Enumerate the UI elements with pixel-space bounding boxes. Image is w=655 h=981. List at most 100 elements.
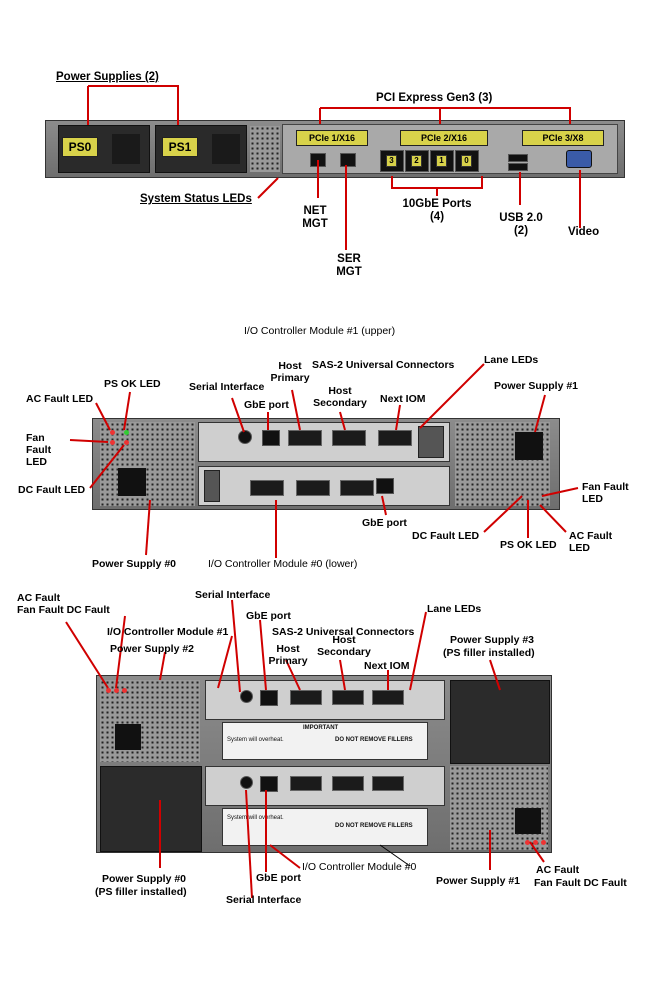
label-iom1-4u: I/O Controller Module #1 [107, 626, 229, 638]
label-host-secondary: Host Secondary [313, 385, 367, 409]
usb-port-b [508, 163, 528, 171]
label-gbe-port-lower: GbE port [362, 517, 407, 529]
label-ps-ok-led-right: PS OK LED [500, 539, 557, 551]
label-ac-fault-led-right: AC Fault LED [569, 530, 613, 554]
label-system-status-leds: System Status LEDs [140, 193, 252, 205]
serial-interface-4u-lower [240, 776, 253, 789]
psu0-filler [100, 766, 202, 852]
label-fan-fault-dc-fault-right: Fan Fault DC Fault [534, 877, 627, 889]
label-host-primary-4u: Host Primary [268, 643, 308, 667]
label-fan-fault-dc-fault: Fan Fault DC Fault [17, 604, 110, 616]
port-number-2: 2 [411, 155, 422, 167]
label-lane-leds: Lane LEDs [484, 354, 539, 366]
iom-1-4u [205, 680, 445, 720]
gbe-port-upper [262, 430, 280, 446]
label-next-iom-4u: Next IOM [364, 660, 410, 672]
psu2-led-fan [114, 688, 119, 693]
label-ser-mgt: SER MGT [336, 253, 362, 278]
label-iom1-upper: I/O Controller Module #1 (upper) [244, 325, 396, 337]
label-pci-express: PCI Express Gen3 (3) [376, 92, 493, 104]
sas-host-secondary-4u [332, 690, 364, 705]
label-gbe-port: GbE port [244, 399, 289, 411]
card-do-not-remove-lower: DO NOT REMOVE FILLERS [335, 823, 413, 829]
iom-handle-lower [204, 470, 220, 502]
label-ac-fault: AC Fault [17, 592, 61, 604]
sas-next-iom [378, 430, 412, 446]
gbe-port-4u-lower [260, 776, 278, 792]
usb-port-a [508, 154, 528, 162]
label-iom0-lower: I/O Controller Module #0 (lower) [208, 558, 358, 570]
label-serial-interface-bottom: Serial Interface [226, 894, 302, 906]
power-socket-0 [112, 134, 140, 164]
psu1-led-fan [533, 840, 538, 845]
sas-host-primary [288, 430, 322, 446]
label-power-supplies: Power Supplies (2) [56, 71, 159, 83]
psu1-power-socket-4u [515, 808, 541, 834]
ser-mgt-port [340, 153, 356, 167]
label-ps-ok-led: PS OK LED [104, 378, 161, 390]
label-gbe-port-top: GbE port [246, 610, 291, 622]
label-tengbe-ports: 10GbE Ports (4) [402, 198, 472, 223]
ps-ok-led [124, 430, 129, 435]
card-overheat-upper: System will overheat. [227, 737, 284, 743]
gbe-port-lower [376, 478, 394, 494]
sas-lower-1-4u [332, 776, 364, 791]
label-power-supply-3: Power Supply #3 [450, 634, 535, 646]
filler-card-lower: System will overheat. DO NOT REMOVE FILL… [222, 808, 428, 846]
label-host-primary: Host Primary [270, 360, 310, 384]
port-number-3: 3 [386, 155, 397, 167]
fan-fault-led [110, 440, 115, 445]
vent-grille [250, 126, 280, 172]
filler-card-upper: IMPORTANT System will overheat. DO NOT R… [222, 722, 428, 760]
label-video: Video [568, 226, 600, 238]
label-fan-fault-led: Fan Fault LED [26, 432, 52, 468]
label-next-iom: Next IOM [380, 393, 426, 405]
serial-interface-port [238, 430, 252, 444]
port-number-0: 0 [461, 155, 472, 167]
psu0-fan-grille [100, 422, 195, 506]
label-dc-fault-led: DC Fault LED [18, 484, 86, 496]
label-serial-interface-top: Serial Interface [195, 589, 271, 601]
label-ps-filler-0: (PS filler installed) [95, 886, 187, 898]
sas-next-iom-4u [372, 690, 404, 705]
psu2-power-socket [115, 724, 141, 750]
sas-lower-1 [296, 480, 330, 496]
label-gbe-port-bottom: GbE port [256, 872, 301, 884]
video-port [566, 150, 592, 168]
psu1-led-dc [541, 840, 546, 845]
label-power-supply-0: Power Supply #0 [92, 558, 177, 570]
dc-fault-led [124, 440, 129, 445]
power-socket-1 [212, 134, 240, 164]
gbe-port-4u-upper [260, 690, 278, 706]
ps0-badge: PS0 [62, 137, 98, 157]
label-ps-filler-3: (PS filler installed) [443, 647, 535, 659]
card-important-upper: IMPORTANT [303, 725, 339, 731]
label-ac-fault-right: AC Fault [536, 864, 580, 876]
sas-lower-2-4u [372, 776, 404, 791]
label-serial-interface: Serial Interface [189, 381, 265, 393]
iom-handle-upper [418, 426, 444, 458]
sas-host-primary-4u [290, 690, 322, 705]
card-do-not-remove-upper: DO NOT REMOVE FILLERS [335, 737, 413, 743]
sas-lower-0-4u [290, 776, 322, 791]
label-fan-fault-led-right: Fan Fault LED [582, 481, 629, 505]
psu1-led-ac [525, 840, 530, 845]
psu2-led-dc [122, 688, 127, 693]
label-sas2-4u: SAS-2 Universal Connectors [272, 626, 415, 638]
label-power-supply-1-4u: Power Supply #1 [436, 875, 521, 887]
card-overheat-lower: System will overheat. [227, 815, 284, 821]
label-lane-leds-4u: Lane LEDs [427, 603, 482, 615]
sas-lower-2 [340, 480, 374, 496]
label-net-mgt: NET MGT [302, 205, 328, 230]
label-usb: USB 2.0 (2) [499, 212, 543, 237]
label-sas2-connectors: SAS-2 Universal Connectors [312, 359, 455, 371]
sas-lower-0 [250, 480, 284, 496]
label-power-supply-0-4u: Power Supply #0 [102, 873, 187, 885]
ac-fault-led [110, 430, 115, 435]
psu3-filler [450, 680, 550, 764]
pcie-slot-1: PCIe 1/X16 [296, 130, 368, 146]
psu0-power-socket [118, 468, 146, 496]
sas-host-secondary [332, 430, 366, 446]
label-host-secondary-4u: Host Secondary [317, 634, 371, 658]
